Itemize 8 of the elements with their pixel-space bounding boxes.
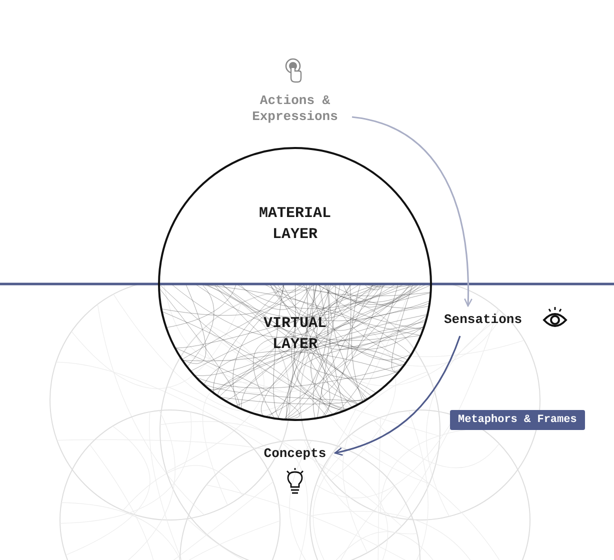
node-label: Concepts <box>262 446 328 462</box>
layer-label: VIRTUAL LAYER <box>262 314 328 355</box>
tag-badge: Metaphors & Frames <box>450 410 585 430</box>
node-label: Sensations <box>444 312 524 328</box>
curved-arrow <box>352 116 472 307</box>
node-label: Actions & Expressions <box>251 93 339 125</box>
layer-label: MATERIAL LAYER <box>258 204 332 245</box>
curved-arrow <box>334 336 461 456</box>
